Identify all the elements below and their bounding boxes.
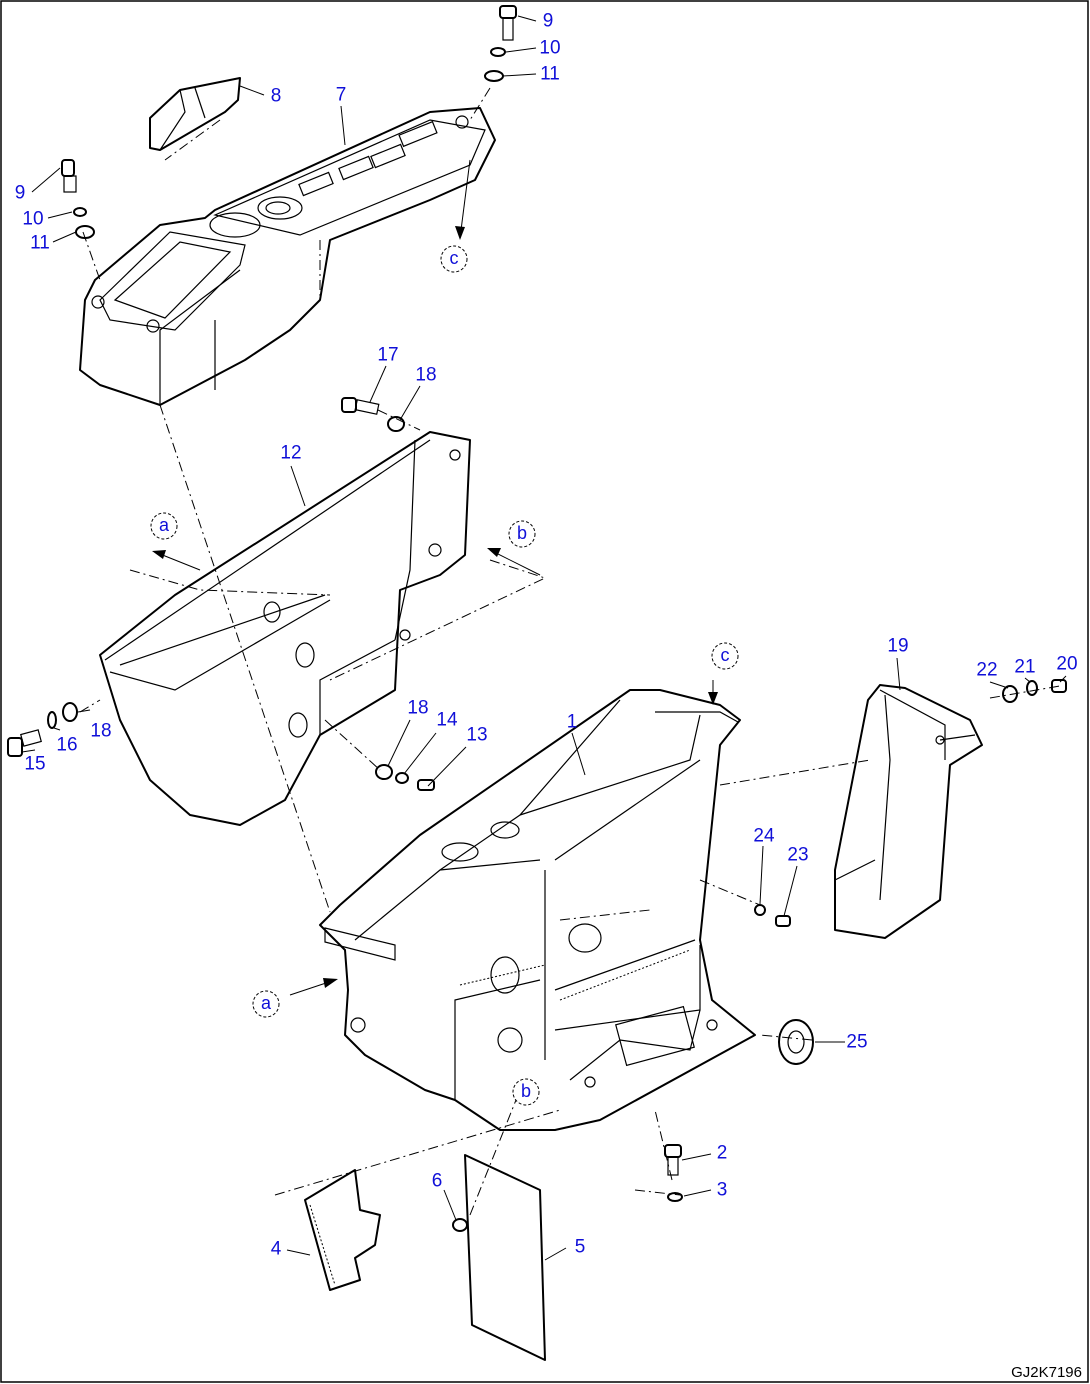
direction-arrows <box>152 159 718 996</box>
part-8-cover-plate <box>149 77 241 151</box>
callout-6: 6 <box>432 1171 443 1192</box>
reference-letter: b <box>517 523 527 543</box>
callout-5: 5 <box>575 1237 586 1258</box>
reference-c-lower: c <box>711 642 739 670</box>
part-6-screw <box>452 1218 468 1232</box>
callout-19: 19 <box>887 636 908 657</box>
callout-8: 8 <box>271 86 282 107</box>
callout-12: 12 <box>280 443 301 464</box>
fasteners-23-24 <box>754 904 791 927</box>
part-12-side-cover <box>99 431 471 826</box>
drawing-code: GJ2K7196 <box>1011 1364 1082 1381</box>
callout-18-left: 18 <box>90 721 111 742</box>
callout-13: 13 <box>466 725 487 746</box>
reference-letter: a <box>159 515 170 535</box>
callout-1: 1 <box>567 712 578 733</box>
reference-c-upper: c <box>440 245 468 273</box>
callout-15: 15 <box>24 754 45 775</box>
callout-18-bottom: 18 <box>407 698 428 719</box>
reference-letter: a <box>261 993 272 1013</box>
callout-10-left: 10 <box>22 209 43 230</box>
callout-numbers: 1 2 3 4 5 6 7 8 9 9 10 10 11 11 12 13 14… <box>15 11 1078 1260</box>
reference-letter: b <box>521 1081 531 1101</box>
callout-14: 14 <box>436 710 458 731</box>
fasteners-15-16-18 <box>7 702 78 757</box>
reference-a-upper: a <box>150 512 178 540</box>
callout-25: 25 <box>846 1032 867 1053</box>
callout-4: 4 <box>271 1239 282 1260</box>
reference-a-lower: a <box>252 990 280 1018</box>
reference-letter: c <box>721 645 730 665</box>
fasteners-17-18 <box>341 397 405 432</box>
leader-lines <box>21 15 1067 1261</box>
bolt-9-top <box>484 5 517 82</box>
part-7-console-cover <box>79 107 496 406</box>
part-5-plate <box>464 1154 546 1361</box>
part-4-bracket <box>304 1169 381 1291</box>
part-25-grommet <box>778 1019 814 1065</box>
callout-17: 17 <box>377 345 398 366</box>
part-1-main-frame <box>319 689 756 1131</box>
callout-24: 24 <box>753 826 775 847</box>
assembly-lines <box>79 87 1061 1216</box>
callout-21: 21 <box>1014 657 1035 678</box>
callout-18-top: 18 <box>415 365 436 386</box>
reference-b-upper: b <box>508 520 536 548</box>
part-19-rear-cover <box>834 684 983 939</box>
callout-20: 20 <box>1056 654 1077 675</box>
bolt-9-left <box>61 159 95 239</box>
callout-23: 23 <box>787 845 808 866</box>
callout-11-top: 11 <box>540 64 560 85</box>
callout-16: 16 <box>56 735 77 756</box>
callout-10-top: 10 <box>539 38 560 59</box>
callout-11-left: 11 <box>30 233 50 254</box>
callout-3: 3 <box>717 1180 728 1201</box>
callout-9-left: 9 <box>15 183 26 204</box>
fasteners-2-3 <box>664 1144 683 1202</box>
callout-7: 7 <box>336 85 347 106</box>
fasteners-13-14-18 <box>375 764 435 791</box>
fasteners-20-21-22 <box>1002 679 1067 703</box>
reference-letter: c <box>450 248 459 268</box>
reference-b-lower: b <box>512 1078 540 1106</box>
callout-9-top: 9 <box>543 11 554 32</box>
callout-22: 22 <box>976 660 997 681</box>
callout-2: 2 <box>717 1143 728 1164</box>
